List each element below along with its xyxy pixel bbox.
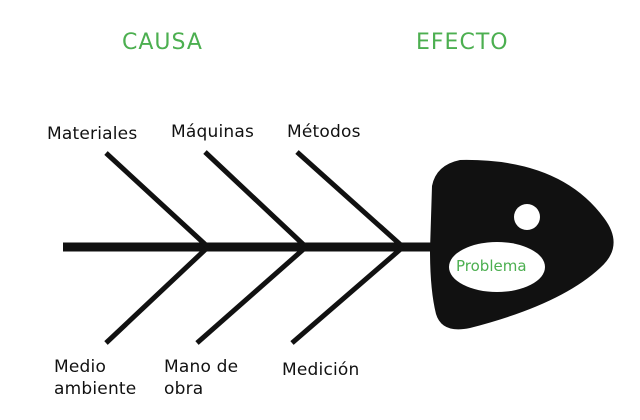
problem-oval [449,242,545,292]
cause-label-medio-ambiente: Medio ambiente [54,357,137,399]
bone-maquinas [203,150,308,249]
bone-medio-ambiente [104,245,210,345]
effect-heading: EFECTO [416,30,509,55]
cause-label-materiales: Materiales [47,124,138,144]
bone-materiales [104,151,210,249]
fish-head [430,159,614,330]
cause-label-maquinas: Máquinas [171,122,255,142]
cause-heading: CAUSA [122,30,203,55]
bone-metodos [295,150,405,249]
bone-medicion [290,245,405,345]
bone-mano-de-obra [195,245,308,345]
problem-label: Problema [456,257,527,275]
cause-label-mano-de-obra: Mano de obra [164,357,239,399]
fish-eye [514,204,540,230]
cause-label-medicion: Medición [282,360,360,380]
cause-label-metodos: Métodos [287,122,361,142]
